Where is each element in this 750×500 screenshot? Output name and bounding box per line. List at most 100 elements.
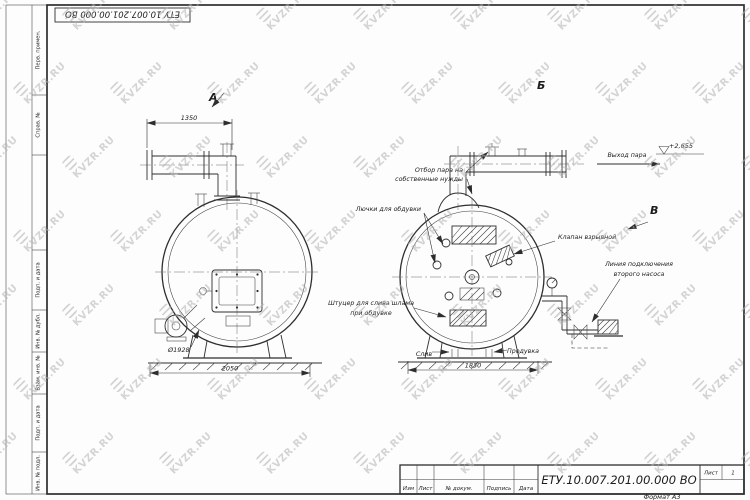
sheet-frame	[5, 4, 745, 495]
side-label-inv-podl: Инв. № подл.	[36, 455, 42, 491]
label-pump-line-1: Линия подключения	[604, 261, 673, 268]
side-column: Перв. примен. Справ. № Подп. и дата Инв.…	[36, 30, 42, 491]
side-label-podp-data-2: Подп. и дата	[36, 405, 42, 440]
side-label-perv-primen: Перв. примен.	[36, 30, 42, 69]
drawing-geometry	[608, 321, 619, 335]
drawing-geometry	[451, 225, 471, 245]
drawing-geometry	[540, 362, 549, 370]
drawing-geometry	[262, 363, 271, 371]
drawing-geometry	[256, 289, 259, 293]
drawing-geometry	[501, 245, 508, 262]
drawing-geometry	[444, 291, 454, 301]
drawing-geometry	[495, 248, 503, 265]
drawing-geometry	[248, 363, 257, 371]
drawing-geometry	[439, 342, 443, 359]
drawing-geometry	[475, 291, 485, 301]
drawing-geometry	[484, 362, 493, 370]
drawing-geometry	[189, 317, 206, 332]
bottom-hatch-lines	[449, 309, 487, 327]
drawing-geometry	[171, 321, 181, 331]
view-a: А 1350	[140, 91, 322, 377]
titleblock-col-podpis: Подпись	[487, 486, 512, 492]
drawing-geometry	[256, 306, 259, 309]
drawing-geometry	[490, 250, 497, 268]
drawing-geometry	[54, 7, 191, 23]
drawing-geometry	[526, 362, 535, 370]
drawing-geometry	[276, 363, 285, 371]
drawing-geometry	[458, 309, 476, 327]
drawing-geometry	[46, 4, 745, 495]
drawing-geometry	[423, 212, 444, 245]
view-b: Б В Выход пара +2,655	[328, 79, 704, 374]
drawing-geometry	[423, 212, 436, 264]
format-label: Формат А3	[643, 493, 680, 500]
drawing-geometry	[164, 314, 188, 338]
dim-1830: 1830	[465, 362, 482, 370]
label-drain: Слив	[416, 351, 433, 358]
drawing-geometry	[449, 309, 487, 327]
titleblock-col-dokum: № докум.	[444, 486, 472, 492]
drawing-geometry	[203, 340, 208, 359]
dim-diameter-1928: Ø1928	[167, 346, 190, 354]
drawing-geometry	[449, 309, 457, 317]
drawing-geometry	[479, 227, 497, 245]
drawing-geometry	[413, 307, 447, 318]
drawing-geometry	[206, 363, 215, 371]
dim-2050: 2050	[222, 365, 239, 373]
drawing-geometry	[235, 306, 239, 309]
label-sludge-fitting-2: при обдувке	[350, 309, 392, 317]
drawing-geometry	[225, 315, 251, 327]
label-steam-tap-2: собственные нужды	[395, 175, 463, 183]
drawing-geometry	[234, 363, 243, 371]
drawing-geometry	[472, 312, 487, 327]
drawing-geometry	[400, 362, 409, 370]
pump-block	[597, 319, 619, 335]
label-steam-outlet: Выход пара	[607, 152, 646, 159]
pump-hatch	[597, 319, 619, 335]
drawing-geometry	[414, 362, 423, 370]
drawing-geometry	[591, 278, 621, 323]
drawing-geometry	[215, 306, 218, 309]
drawing-geometry	[442, 362, 451, 370]
drawing-geometry	[513, 240, 556, 255]
label-explosion-valve: Клапан взрывной	[558, 234, 616, 241]
second-pump-line	[571, 334, 608, 349]
drawing-geometry	[467, 287, 481, 301]
drawing-geometry	[597, 319, 611, 333]
drawing-geometry	[192, 363, 201, 371]
label-blowdown: Продувка	[507, 348, 539, 355]
drawing-geometry	[235, 273, 239, 276]
label-pump-line-2: второго насоса	[614, 271, 665, 278]
view-v-arrow	[627, 221, 649, 230]
drawing-geometry	[190, 329, 200, 348]
elevation-mark	[658, 146, 670, 155]
view-a-label: А	[208, 91, 218, 104]
drawing-geometry	[493, 348, 508, 354]
drawing-geometry	[449, 309, 465, 325]
ground-hatch-a	[150, 363, 313, 371]
drawing-geometry	[432, 260, 442, 270]
drawing-geometry	[451, 309, 469, 327]
drawing-geometry	[506, 246, 511, 260]
drawing-geometry	[256, 273, 259, 276]
side-label-sprav-no: Справ. №	[36, 112, 42, 138]
drawing-geometry	[487, 253, 492, 262]
drawing-geometry	[465, 309, 483, 327]
explosion-valve-shape	[485, 244, 515, 268]
titleblock-doc-number: ЕТУ.10.007.201.00.000 ВО	[541, 473, 696, 487]
drawing-geometry	[5, 4, 745, 495]
drawing-geometry	[428, 362, 437, 370]
label-steam-tap-1: Отбор пара на	[415, 166, 463, 174]
drawing-geometry	[513, 335, 520, 359]
view-v-label: В	[650, 204, 658, 217]
drawing-geometry	[465, 225, 485, 245]
drawing-geometry	[472, 225, 492, 245]
drawing-geometry	[492, 288, 502, 298]
drawing-geometry	[437, 192, 480, 213]
drawing-geometry	[280, 334, 287, 359]
drawing-geometry	[614, 329, 619, 335]
titleblock-sheet-value: 1	[731, 471, 735, 477]
drawing-geometry	[164, 363, 173, 371]
dim-1350: 1350	[181, 114, 198, 122]
